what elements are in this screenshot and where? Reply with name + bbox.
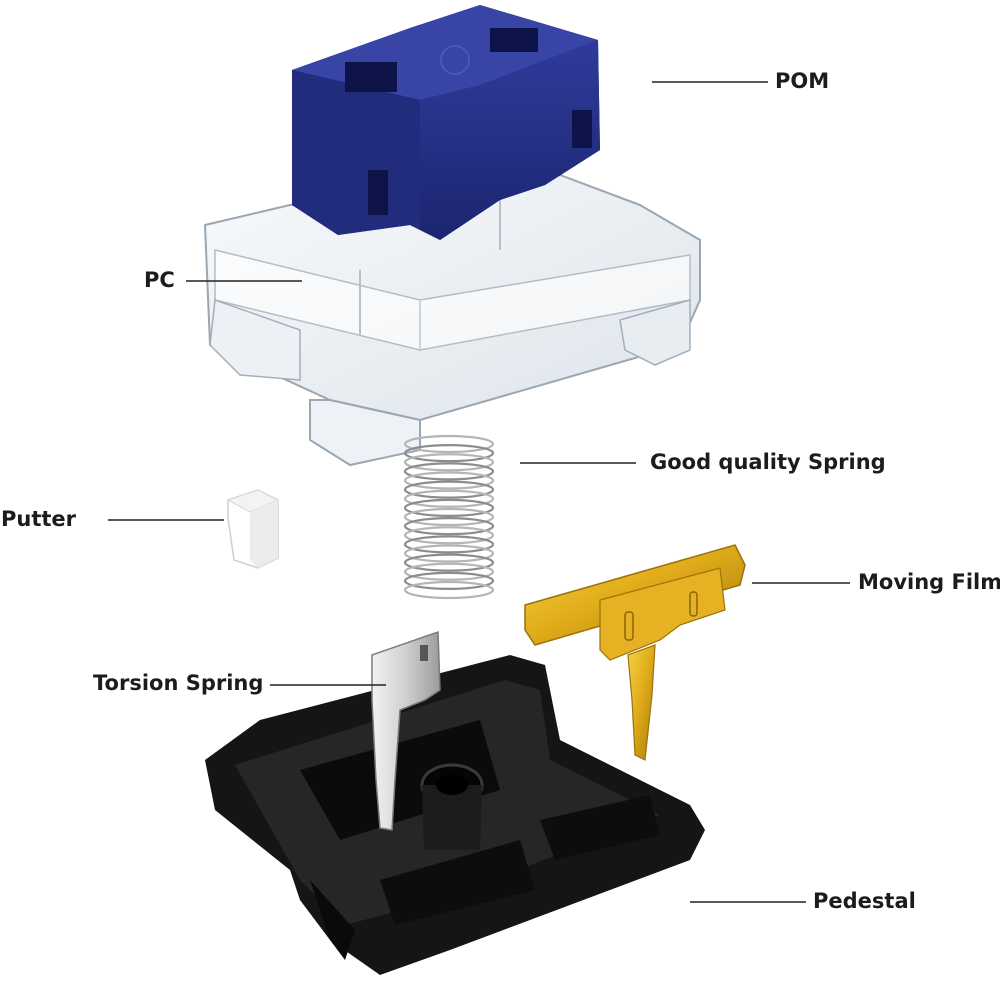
coil-turn xyxy=(403,471,495,490)
coil-turn xyxy=(403,553,495,572)
coil-turn xyxy=(403,535,495,554)
pom-stem xyxy=(292,5,600,240)
label-putter: Putter xyxy=(1,507,77,531)
coil-turn xyxy=(403,507,495,527)
label-good-quality-spring: Good quality Spring xyxy=(650,450,886,474)
torsion-spring-plate xyxy=(371,630,441,831)
coil-turn xyxy=(403,498,495,517)
coil-turn xyxy=(403,444,495,463)
coil-turn xyxy=(403,580,495,600)
coil-turn xyxy=(403,489,495,508)
coil-turn xyxy=(403,480,495,499)
moving-film-contact xyxy=(524,544,746,761)
pedestal-base xyxy=(205,655,705,975)
coil-turn xyxy=(403,517,495,536)
coil-turn xyxy=(403,562,495,581)
putter-part xyxy=(226,489,280,569)
label-pom: POM xyxy=(775,69,830,93)
coil-turn xyxy=(403,453,495,472)
coil-turn xyxy=(403,571,495,590)
coil-turn xyxy=(403,544,495,563)
label-torsion-spring: Torsion Spring xyxy=(93,671,264,695)
label-pc: PC xyxy=(144,268,175,292)
coil-spring xyxy=(403,434,495,600)
label-pedestal: Pedestal xyxy=(813,889,916,913)
coil-turn xyxy=(403,526,495,545)
coil-turn xyxy=(403,434,495,454)
coil-turn xyxy=(403,462,495,481)
pc-housing xyxy=(203,173,701,467)
label-moving-film: Moving Film xyxy=(858,570,1000,594)
